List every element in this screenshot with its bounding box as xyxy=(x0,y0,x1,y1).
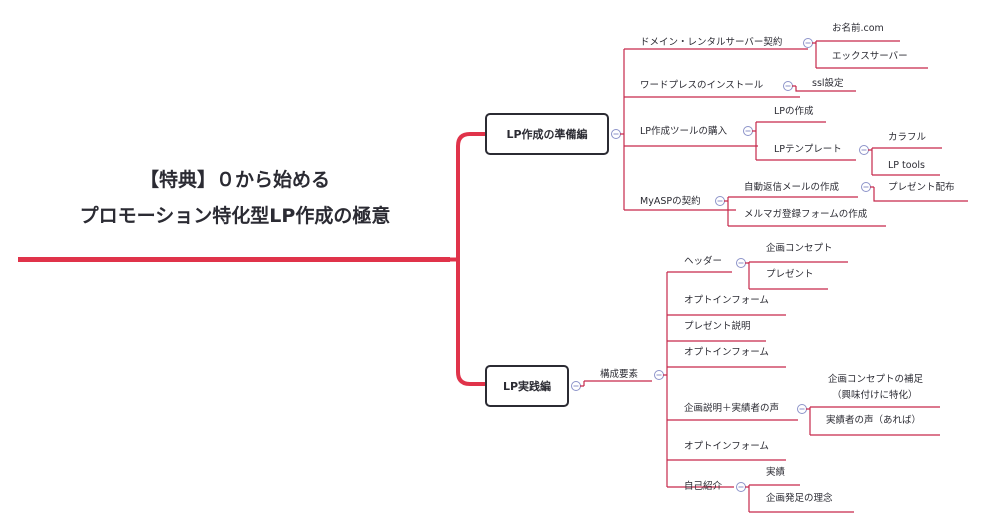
branch-practice-label: LP実践編 xyxy=(503,379,551,393)
topic-xserver[interactable]: エックスサーバー xyxy=(832,51,908,62)
connector-root-prep xyxy=(450,132,486,262)
topic-philosophy[interactable]: 企画発足の理念 xyxy=(766,492,833,504)
topic-supplement-line1[interactable]: 企画コンセプトの補足 xyxy=(828,373,924,385)
topic-myasp[interactable]: MyASPの契約 xyxy=(640,195,701,207)
root-title-line1: 【特典】０から始める xyxy=(140,168,330,191)
root-topic[interactable]: 【特典】０から始める プロモーション特化型LP作成の極意 xyxy=(18,168,450,262)
root-underline xyxy=(18,257,450,262)
topic-lp-tools[interactable]: LP tools xyxy=(888,160,925,171)
topic-present[interactable]: プレゼント xyxy=(766,268,814,280)
topic-colorful[interactable]: カラフル xyxy=(888,132,927,143)
topic-lp-create[interactable]: LPの作成 xyxy=(774,105,814,117)
branch-practice-box xyxy=(485,365,569,407)
topic-intro[interactable]: 自己紹介 xyxy=(684,480,723,492)
topic-supplement-line2[interactable]: （興味付けに特化） xyxy=(832,389,918,401)
connector-root-practice xyxy=(456,259,486,386)
topic-autoreply[interactable]: 自動返信メールの作成 xyxy=(744,181,840,193)
topic-onamae[interactable]: お名前.com xyxy=(832,22,884,34)
topic-header[interactable]: ヘッダー xyxy=(684,255,722,267)
topic-concept[interactable]: 企画コンセプト xyxy=(766,242,833,254)
root-title-line2: プロモーション特化型LP作成の極意 xyxy=(80,204,391,227)
topic-domain[interactable]: ドメイン・レンタルサーバー契約 xyxy=(640,36,782,48)
topic-wordpress[interactable]: ワードプレスのインストール xyxy=(640,80,764,91)
topic-achievement[interactable]: 実績 xyxy=(766,466,786,478)
topic-domain-label: ドメイン・レンタルサーバー契約 xyxy=(640,36,782,48)
topic-voice[interactable]: 実績者の声（あれば） xyxy=(826,414,921,426)
elements-spine xyxy=(663,272,668,487)
topic-ssl[interactable]: ssl設定 xyxy=(812,77,844,89)
topic-lp-tool[interactable]: LP作成ツールの購入 xyxy=(640,125,728,137)
prep-spine xyxy=(620,49,625,201)
topic-elements[interactable]: 構成要素 xyxy=(600,368,639,380)
branch-prep[interactable]: LP作成の準備編 xyxy=(485,113,609,155)
branch-prep-box xyxy=(485,113,609,155)
topic-plan[interactable]: 企画説明＋実績者の声 xyxy=(684,402,779,414)
branch-practice[interactable]: LP実践編 xyxy=(485,365,569,407)
topic-optin-3[interactable]: オプトインフォーム xyxy=(684,441,769,452)
topic-present-desc[interactable]: プレゼント説明 xyxy=(684,320,751,332)
topic-optin-1[interactable]: オプトインフォーム xyxy=(684,295,769,306)
branch-prep-label: LP作成の準備編 xyxy=(506,127,587,141)
topic-lp-template[interactable]: LPテンプレート xyxy=(774,144,842,155)
topic-mailmag[interactable]: メルマガ登録フォームの作成 xyxy=(744,208,868,220)
topic-optin-2[interactable]: オプトインフォーム xyxy=(684,347,769,358)
topic-present-dist[interactable]: プレゼント配布 xyxy=(888,181,955,193)
